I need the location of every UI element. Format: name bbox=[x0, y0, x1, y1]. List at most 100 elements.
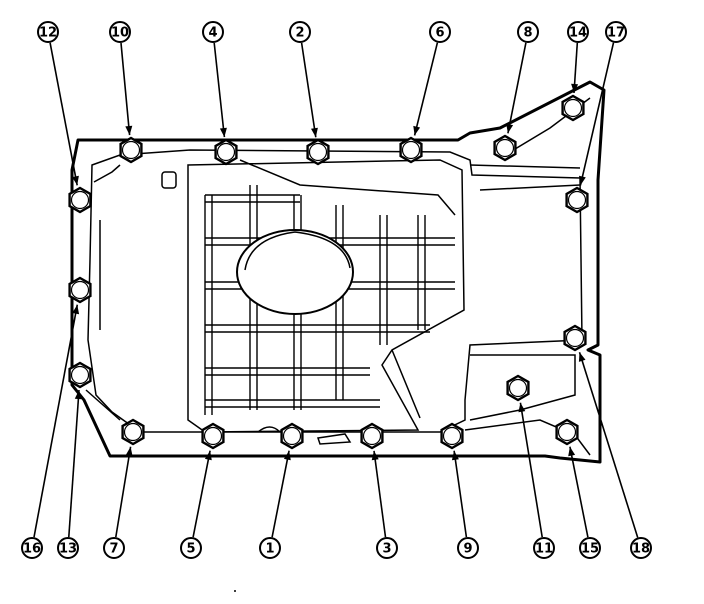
callout-number: 13 bbox=[59, 542, 77, 557]
callout-6: 6 bbox=[429, 21, 451, 43]
callout-circle bbox=[579, 537, 601, 559]
leader-15 bbox=[569, 446, 589, 538]
bolt-14 bbox=[561, 94, 585, 122]
callout-5: 5 bbox=[180, 537, 202, 559]
bolt-12 bbox=[68, 186, 92, 214]
callout-1: 1 bbox=[259, 537, 281, 559]
arrowhead-9 bbox=[451, 450, 459, 461]
callout-number: 4 bbox=[208, 26, 217, 41]
callout-circle bbox=[457, 537, 479, 559]
callout-circle bbox=[259, 537, 281, 559]
leader-2 bbox=[300, 42, 317, 138]
bolt-6 bbox=[399, 136, 423, 164]
callout-number: 16 bbox=[23, 542, 41, 557]
callout-circle bbox=[376, 537, 398, 559]
callout-number: 2 bbox=[295, 26, 304, 41]
bolt-heads bbox=[68, 94, 589, 450]
callout-number: 10 bbox=[111, 26, 129, 41]
callout-4: 4 bbox=[202, 21, 224, 43]
callout-circle bbox=[180, 537, 202, 559]
callout-2: 2 bbox=[289, 21, 311, 43]
callout-circle bbox=[630, 537, 652, 559]
bolt-5 bbox=[201, 422, 225, 450]
callout-number: 15 bbox=[581, 542, 599, 557]
arrowhead-17 bbox=[579, 175, 586, 186]
bolt-8 bbox=[493, 134, 517, 162]
callout-3: 3 bbox=[376, 537, 398, 559]
callout-8: 8 bbox=[517, 21, 539, 43]
callout-number: 1 bbox=[265, 542, 274, 557]
leader-9 bbox=[453, 450, 468, 538]
arrowhead-10 bbox=[125, 125, 133, 136]
bolt-15 bbox=[555, 418, 579, 446]
leader-8 bbox=[507, 42, 527, 134]
arrowhead-8 bbox=[506, 123, 514, 134]
callout-number: 7 bbox=[109, 542, 118, 557]
arrowhead-4 bbox=[219, 127, 227, 138]
callout-9: 9 bbox=[457, 537, 479, 559]
arrowhead-6 bbox=[413, 125, 421, 136]
arrowhead-18 bbox=[578, 352, 586, 362]
callout-circle bbox=[57, 537, 79, 559]
arrowhead-14 bbox=[571, 83, 579, 93]
leader-10 bbox=[120, 42, 131, 136]
baffle-plate bbox=[161, 159, 465, 445]
bolt-7 bbox=[121, 418, 145, 446]
leader-12 bbox=[49, 42, 78, 186]
callout-number: 3 bbox=[382, 542, 391, 557]
bolt-1 bbox=[280, 422, 304, 450]
leader-5 bbox=[192, 450, 211, 538]
callout-number: 9 bbox=[463, 542, 472, 557]
callout-circle bbox=[289, 21, 311, 43]
leader-7 bbox=[115, 446, 132, 538]
leader-lines bbox=[33, 42, 639, 538]
bolt-17 bbox=[565, 186, 589, 214]
callout-number: 12 bbox=[39, 26, 57, 41]
leader-13 bbox=[68, 389, 80, 538]
callout-circle bbox=[103, 537, 125, 559]
callout-number: 17 bbox=[607, 26, 625, 41]
leader-1 bbox=[271, 450, 290, 538]
callout-number: 8 bbox=[523, 26, 532, 41]
leader-18 bbox=[578, 352, 639, 538]
bolt-10 bbox=[119, 136, 143, 164]
arrowhead-3 bbox=[371, 450, 379, 461]
callout-13: 13 bbox=[57, 537, 79, 559]
callout-number: 5 bbox=[186, 542, 195, 557]
callout-number: 18 bbox=[632, 542, 650, 557]
arrowhead-12 bbox=[72, 175, 79, 186]
callout-7: 7 bbox=[103, 537, 125, 559]
callout-circle bbox=[429, 21, 451, 43]
callout-circle bbox=[21, 537, 43, 559]
leader-11 bbox=[519, 402, 543, 538]
callout-number: 14 bbox=[569, 26, 587, 41]
bolt-11 bbox=[506, 374, 530, 402]
bolt-16 bbox=[68, 276, 92, 304]
callout-circle bbox=[37, 21, 59, 43]
bolt-2 bbox=[306, 138, 330, 166]
bolt-18 bbox=[563, 324, 587, 352]
arrowhead-13 bbox=[74, 390, 82, 400]
callout-11: 11 bbox=[533, 537, 555, 559]
arrowhead-7 bbox=[125, 446, 133, 457]
bolt-4 bbox=[214, 138, 238, 166]
stray-dot bbox=[234, 590, 236, 592]
arrowhead-11 bbox=[518, 402, 526, 413]
callout-number: 6 bbox=[435, 26, 444, 41]
leader-4 bbox=[213, 42, 226, 138]
callout-number: 11 bbox=[535, 542, 553, 557]
callout-circle bbox=[567, 21, 589, 43]
arrowhead-15 bbox=[568, 446, 576, 457]
bolt-9 bbox=[440, 422, 464, 450]
leader-6 bbox=[413, 42, 439, 136]
callout-circle bbox=[605, 21, 627, 43]
arrowhead-16 bbox=[72, 304, 80, 315]
arrowhead-2 bbox=[311, 127, 318, 138]
callout-circle bbox=[109, 21, 131, 43]
leader-3 bbox=[373, 450, 387, 538]
callout-circle bbox=[517, 21, 539, 43]
leader-16 bbox=[33, 304, 79, 538]
arrowhead-1 bbox=[283, 450, 291, 461]
